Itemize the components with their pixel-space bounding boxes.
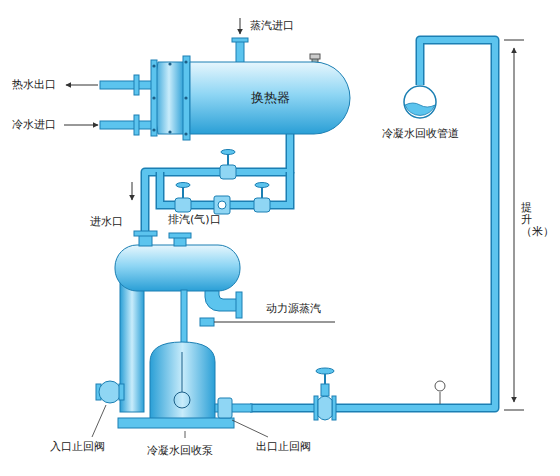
part-label: 出口止回阀: [256, 440, 311, 453]
flow-arrow: [132, 182, 133, 200]
globe-valve: [175, 183, 191, 213]
lift-dimension: [504, 410, 524, 411]
node-label: 换热器: [251, 89, 290, 107]
part-label: 进水口: [90, 215, 123, 228]
return-tank: 冷凝水回收管道: [372, 85, 468, 143]
exchanger-head: [168, 62, 171, 65]
heat-exchanger: 换热器: [190, 62, 350, 134]
steam-trap: [218, 201, 226, 209]
globe-valve: [254, 183, 270, 213]
steam-inlet-pipe: [240, 18, 241, 34]
pump-assembly: [236, 292, 242, 318]
pipe-connector: [145, 134, 290, 232]
water-pipes: [100, 81, 158, 89]
steam-trap: [214, 196, 230, 214]
pump-assembly: [139, 235, 152, 246]
globe-valve: [254, 198, 270, 212]
part-label: 排汽(气)口: [168, 213, 221, 226]
exchanger-head: [154, 62, 184, 134]
part-label: 蒸汽进口: [250, 19, 294, 32]
pump-assembly: [182, 352, 183, 392]
pump-assembly: [181, 290, 187, 345]
exchanger-head: [151, 56, 190, 140]
pump-assembly: [118, 418, 234, 428]
exchanger-head: [152, 128, 155, 131]
exchanger-head: [152, 96, 155, 99]
pump-assembly: [150, 342, 215, 420]
gate-valve: [332, 396, 336, 420]
globe-valve: [175, 198, 191, 212]
water-pipes: [100, 121, 158, 129]
bypass-valve: [220, 150, 236, 180]
exchanger-head: [168, 130, 171, 133]
gate-valve: [321, 384, 329, 396]
gate-valve: [316, 368, 334, 374]
pressure-gauge: [435, 381, 445, 404]
exchanger-head: [184, 96, 187, 99]
part-label: 动力源蒸汽: [266, 302, 321, 315]
part-label: 入口止回阀: [50, 440, 105, 453]
leader-line: [92, 405, 268, 438]
pump-assembly: [218, 398, 232, 418]
part-label: 冷水进口: [12, 118, 56, 131]
lift-dimension: [504, 40, 524, 41]
condensate-pump: 冷凝水回收泵: [110, 232, 250, 460]
pipe-fill: [145, 134, 290, 232]
exchanger-head: [184, 132, 187, 135]
water-level: [405, 103, 435, 115]
steam-inlet-pipe: [232, 38, 248, 42]
water-pipes: [64, 75, 158, 135]
tank-circle: [404, 86, 436, 118]
water-pipes: [66, 85, 98, 86]
bypass-valve: [221, 150, 235, 155]
exchanger-head: [184, 60, 187, 63]
water-pipes: [64, 125, 98, 126]
steam-inlet-pipe: [236, 40, 244, 64]
gate-valve: [318, 396, 332, 420]
leader-line: [185, 431, 186, 438]
pump-assembly: [119, 384, 124, 400]
pipe-connector: [250, 40, 495, 408]
globe-valve: [176, 183, 190, 188]
lift-dimension: [514, 48, 515, 402]
node-label: 冷凝水回收泵: [147, 443, 213, 458]
tank-outline: [190, 62, 350, 134]
exchanger-head: [152, 64, 155, 67]
leader-line: [232, 420, 268, 437]
steam-inlet-pipe: [232, 18, 248, 64]
water-pipes: [134, 75, 139, 95]
part-label: 热水出口: [12, 78, 56, 91]
steam-trap: [214, 196, 230, 214]
flow-arrow: [132, 182, 133, 200]
pump-assembly: [96, 231, 335, 428]
part-label: 提升（米）: [521, 202, 532, 238]
pump-assembly: [134, 231, 157, 236]
exchanger-head: [151, 60, 157, 136]
exchanger-gauge: [310, 54, 320, 59]
gate-valve: [314, 396, 318, 420]
pressure-gauge: [440, 392, 441, 404]
pump-assembly: [99, 381, 121, 403]
leader-line: [92, 405, 106, 437]
pump-assembly: [214, 321, 335, 322]
bypass-valve: [220, 165, 236, 179]
pump-assembly: [169, 233, 191, 238]
pump-assembly: [205, 291, 237, 311]
water-pipes: [134, 115, 139, 135]
pump-assembly: [115, 245, 240, 291]
gate-valve: [314, 368, 336, 420]
exchanger-head: [183, 56, 190, 140]
pipe-outline: [145, 134, 290, 232]
pressure-gauge: [435, 381, 445, 391]
node-label: 冷凝水回收管道: [382, 126, 459, 141]
pump-assembly: [174, 392, 190, 408]
pump-assembly: [200, 318, 214, 326]
pipe-fill: [250, 40, 495, 408]
pipe-outline: [250, 40, 495, 408]
globe-valve: [255, 183, 269, 188]
